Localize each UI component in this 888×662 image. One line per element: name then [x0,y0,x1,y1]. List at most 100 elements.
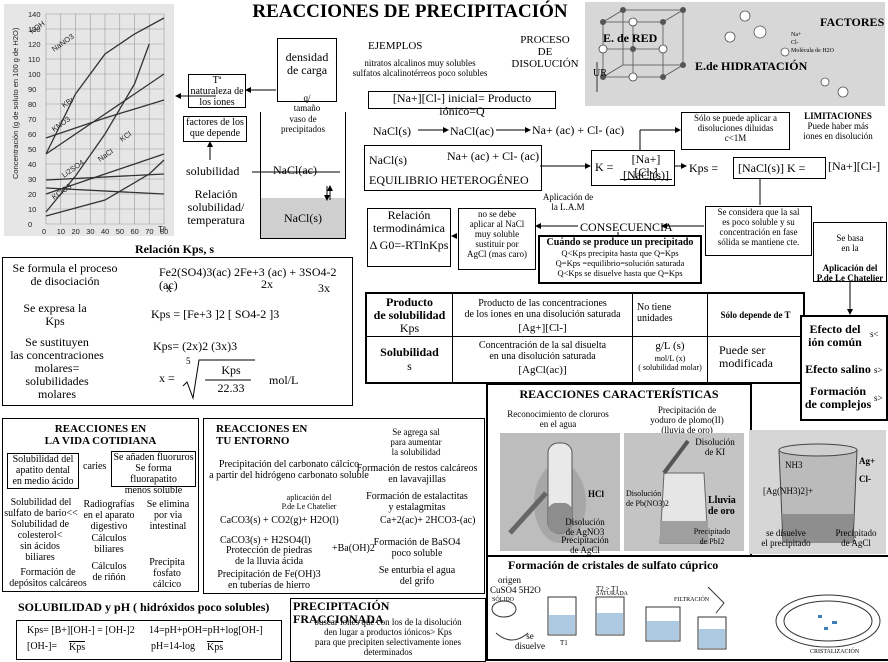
chart-ytick: 40 [28,160,36,169]
entorno-eq1r: Ca+2(ac)+ 2HCO3-(ac) [380,515,476,526]
ag-label: Ag+ [859,456,876,466]
formacion-complejos: Formación de complejos [804,384,872,411]
row1-label: Se formula el proceso de disociación [12,261,118,288]
ph-f2: [OH-]= [27,641,58,652]
chart-curve [45,187,165,195]
feoh-label: Precipitación de Fe(OH)3 en tuberías de … [217,569,321,591]
efecto2-mark: s> [874,365,883,375]
nh3-label: NH3 [785,460,803,470]
efecto3-mark: s> [874,393,883,403]
lluvia-label: Lluvia de oro [708,495,736,517]
chart-curve [45,153,165,195]
cuso4-label: CuSO4 5H2O [490,585,541,595]
cristales-title: Formación de cristales de sulfato cúpric… [508,558,719,572]
calculos-biliares: Cálculos biliares [91,533,127,555]
relacion-kps-box: Se formula el proceso de disociación Fe2… [2,257,353,406]
hcl-label: HCl [588,489,605,499]
r1-c1: Producto de las concentraciones de los i… [464,298,621,320]
legend-h2o: Molécula de H2O [791,48,834,54]
chart-ytick: 100 [28,70,41,79]
t1-label: T1 [560,639,568,647]
relacion-termo-label: Relación termodinámica [373,208,445,235]
chart-xtick: 60 [131,227,139,236]
chart-curve [45,173,165,181]
aplicacion-chatelier: aplicación del P.de Le Chatelier [281,493,337,511]
efectos-box: Efecto del ión común s< Efecto salino s>… [800,315,888,421]
carbonato-label: Precipitación del carbonato cálcico a pa… [209,459,369,481]
aplicacion-lam: Aplicación de la L.A.M [542,192,594,212]
ph-f2-root: Kps [69,641,86,653]
e-red-label: E. de RED [603,31,658,45]
ur-label: UR [593,68,607,79]
row3-x-label: x = [159,371,175,385]
ph-f4-root: Kps [207,641,224,653]
factores-label: FACTORES [820,15,885,29]
yoduro-label: Precipitación de yoduro de plomo(II) (ll… [650,405,724,435]
ejemplos-title: EJEMPLOS [368,40,423,52]
radiografias: Radiografías en el aparato digestivo [83,499,135,532]
se-disuelve-precip: se disuelve el precipitado [761,528,811,548]
se-elimina: Se elimina por via intestinal [146,499,190,532]
row2-label: Se expresa la Kps [23,301,87,328]
chart-ytick: 90 [28,85,36,94]
entorno-eq1: CaCO3(s) + CO2(g)+ H2O(l) [220,515,339,526]
efecto1-mark: s< [870,329,879,339]
q-tamano-label: q/ tamaño [293,93,321,113]
fluoruros-box: Se añaden fluoruros Se forma fluorapatit… [111,451,196,496]
row3-label: Se sustituyen las concentraciones molare… [10,335,104,401]
chart-ytick: 60 [28,130,36,139]
cl-label: Cl- [859,474,871,484]
le-chatelier-label: Aplicación del P.de Le Chatelier [816,263,884,283]
solido-label: SÓLIDO [492,597,514,603]
caries-label: caries [83,461,107,472]
chart-ytick: 120 [28,40,41,49]
chart-xtick: 30 [86,227,94,236]
equilibrio-label: EQUILIBRIO HETEROGÉNEO [369,173,529,187]
chart-xtick: 40 [101,227,109,236]
chart-curve [45,159,165,217]
solubilidad-label: solubilidad [186,164,240,178]
root-num: Kps [221,363,241,377]
legend-na: Na+ [791,32,802,38]
pbi2-photo: Disolución de KI Disolución de Pb(NO3)2 … [624,433,744,551]
proteccion-label: Protección de piedras de la lluvia ácida [225,545,313,567]
chart-xlabel: Tª [158,225,166,234]
se-considera-box: Se considera que la sal es poco soluble … [705,206,812,256]
relacion-termo-box: Relación termodinámica Δ G0=-RTlnKps [367,208,451,267]
legend-cl: Cl- [791,40,799,46]
agrega-sal: Se agrega sal para aumentar la solubilid… [390,427,442,457]
fraccionada-title: PRECIPITACIÓN FRACCIONADA [293,599,390,626]
cuando-title: Cuándo se produce un precipitado [546,237,694,248]
cristales-box: Formación de cristales de sulfato cúpric… [486,555,888,661]
kps-s-table: Producto de solubilidad Kps Producto de … [365,292,805,384]
ta-naturaleza-box: Tª naturaleza de los iones [188,74,246,108]
saturada-label: SATURADA [596,591,629,597]
limitaciones-group: LIMITACIONES Puede haber más iones en di… [792,111,884,141]
baso4-label: Formación de BaSO4 poco soluble [373,537,461,559]
chart-ytick: 0 [28,220,32,229]
densidad-label: densidad de carga [285,50,329,77]
t2-label: T2 > T1 [596,585,619,593]
chart-xtick: 70 [145,227,153,236]
entorno-box: REACCIONES EN TU ENTORNO Precipitación d… [203,418,485,594]
kps-mid-box: [NaCl(s)] K = [733,157,826,179]
root-den: 22.33 [217,381,245,395]
densidad-box: densidad de carga q/ tamaño [277,38,337,113]
delta-g-label: Δ G0=-RTlnKps [369,238,449,252]
chart-ytick: 130 [28,25,41,34]
ph-title: SOLUBILIDAD y pH ( hidróxidos poco solub… [18,600,270,614]
kps-right: [Na+][Cl-] [828,159,881,173]
restos-calcareos: Formación de restos calcáreos en lavavaj… [356,463,478,485]
row1-2x: 2x [261,277,273,291]
vaso-nacl-ac: NaCl(ac) [273,163,317,177]
cuando-box: Cuándo se produce un precipitado Q<Kps p… [538,235,702,284]
le-chatelier-box: Se basa en la Aplicación del P.de Le Cha… [813,222,887,283]
row3-unit: mol/L [269,373,299,387]
chart-xtick: 0 [42,227,46,236]
chart-xtick: 10 [57,227,65,236]
vaso-nacl-s: NaCl(s) [261,198,345,238]
root-index: 5 [186,356,191,366]
r2-c2: g/L (s) [655,340,685,352]
eq1-right: Na+ (ac) + Cl- (ac) [532,123,625,137]
